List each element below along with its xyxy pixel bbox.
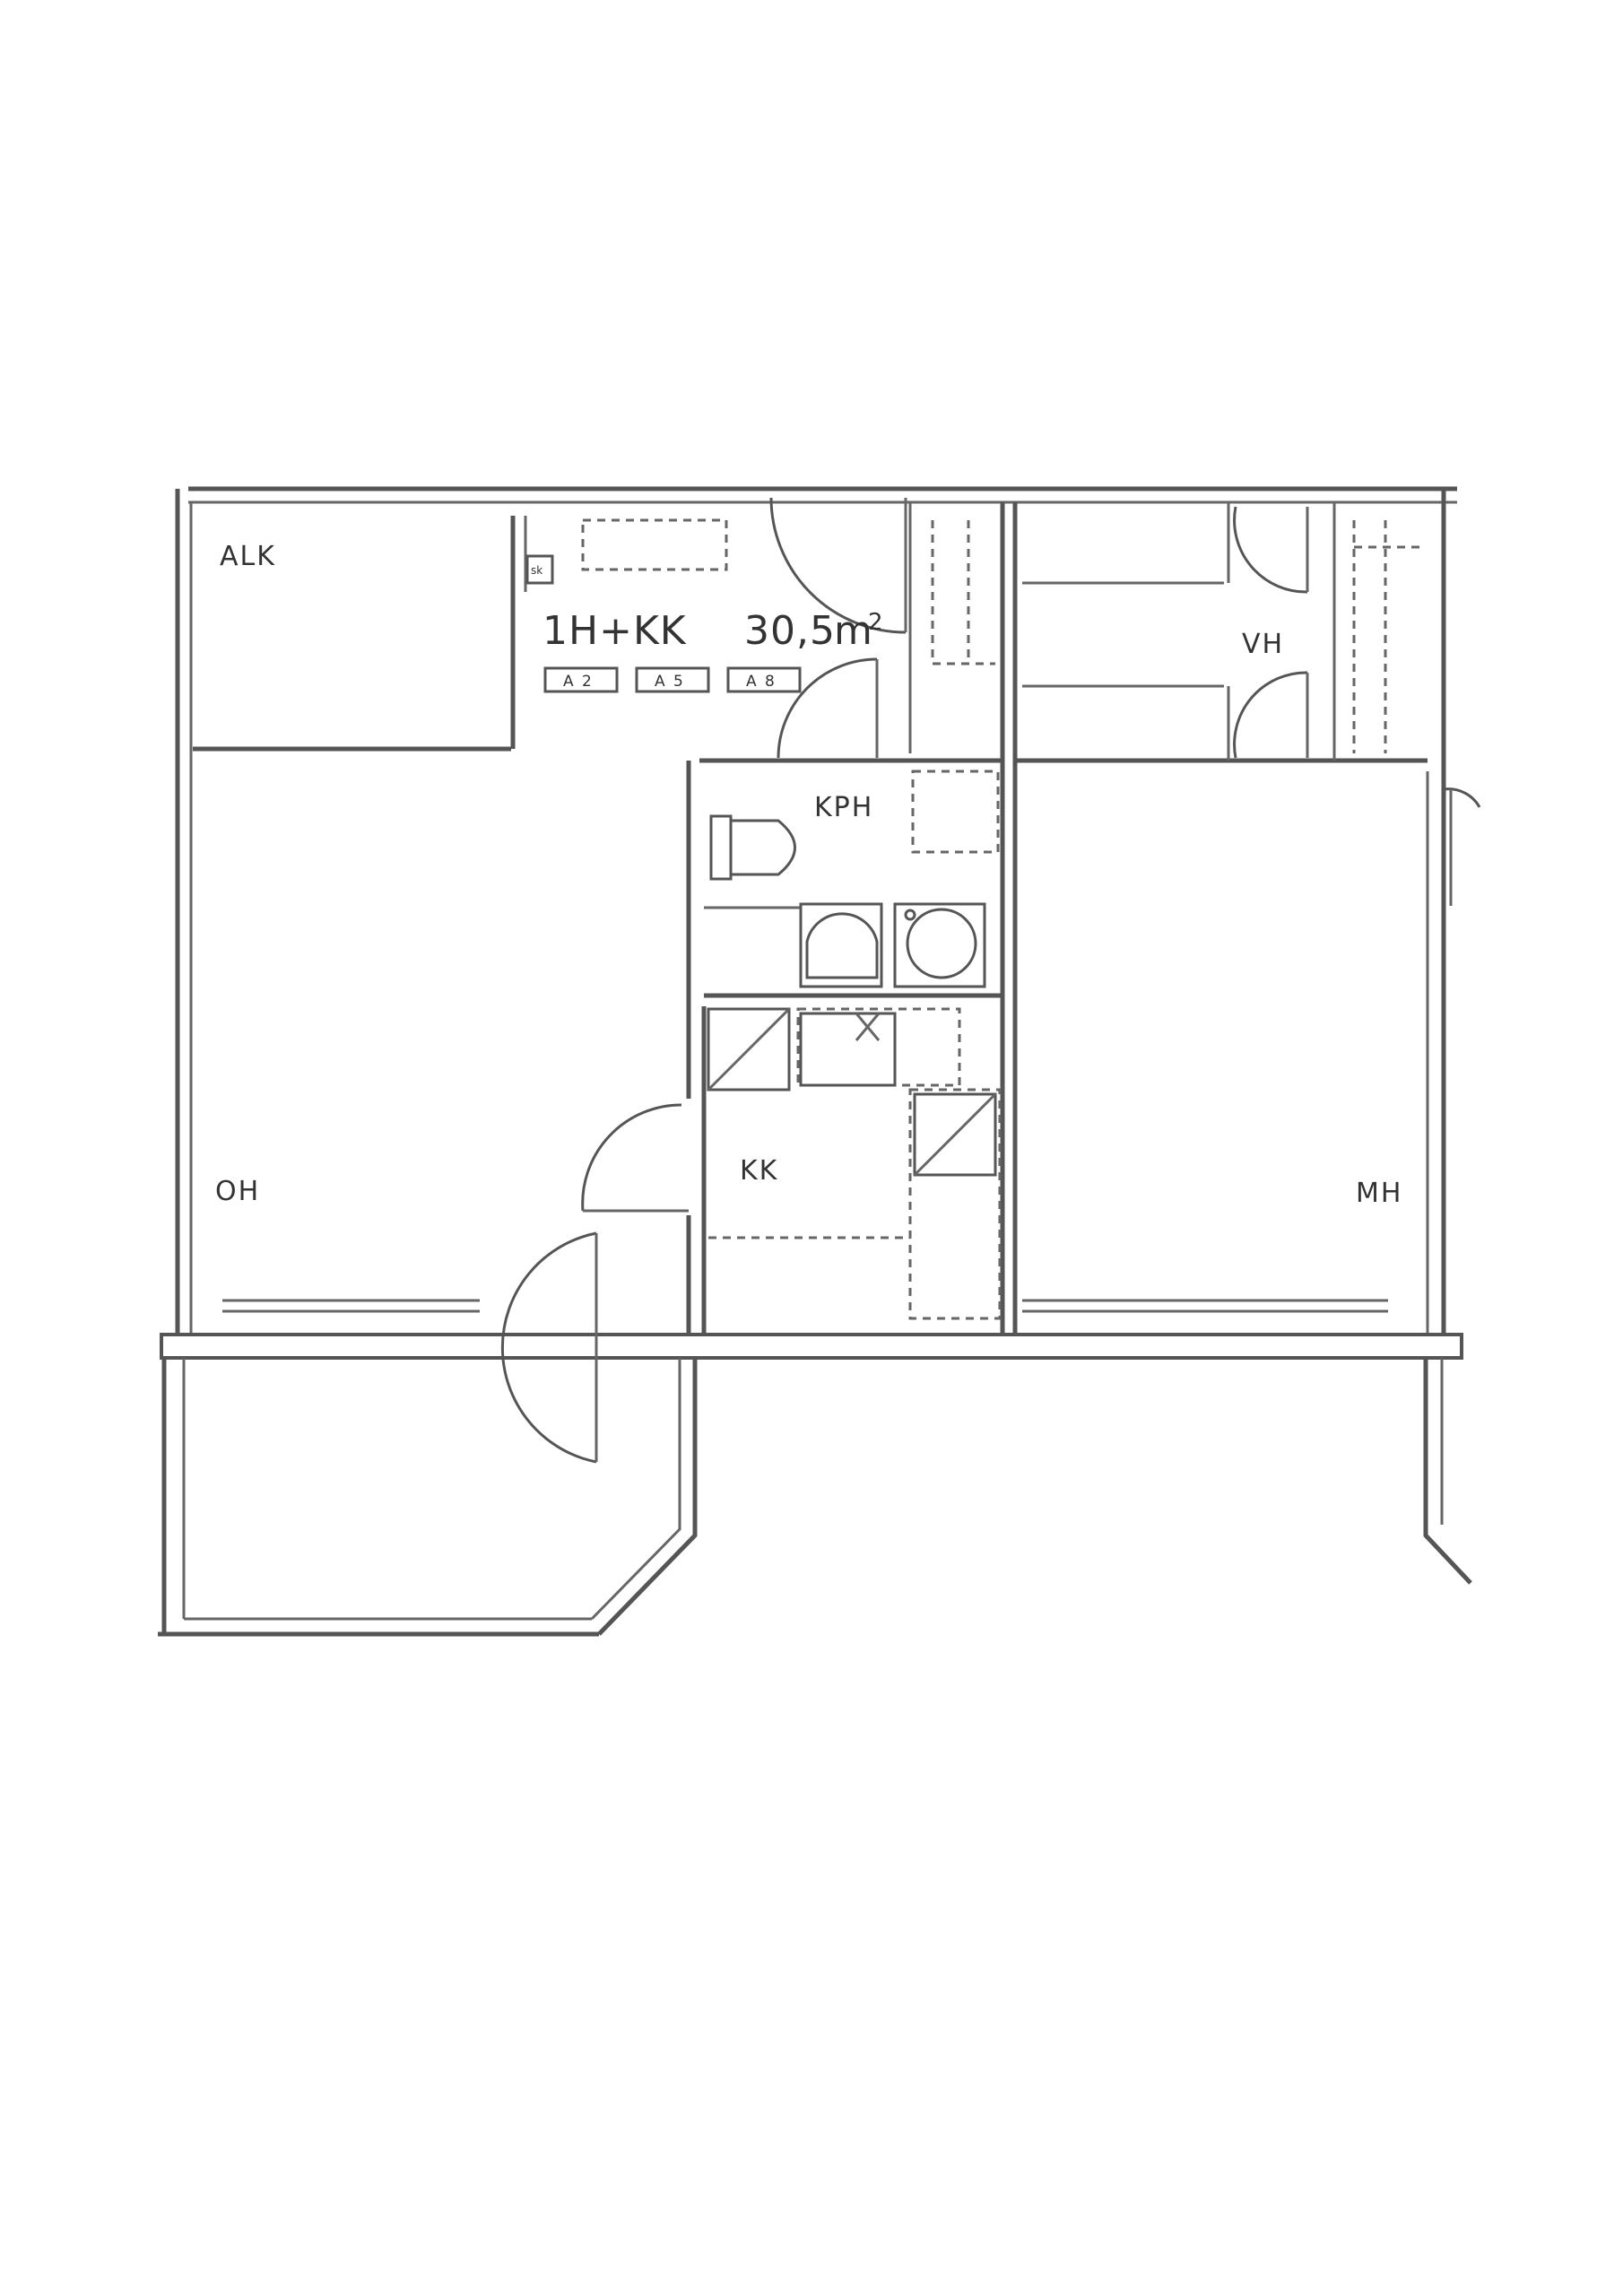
sink-left <box>799 902 883 988</box>
entry-shelf <box>581 518 728 571</box>
apartment-title: 1H+KK 30,5 m 2 A 2 A 5 A 8 <box>542 608 885 693</box>
code-box-2 <box>635 666 710 693</box>
doors <box>500 497 1481 1464</box>
room-label-oh: OH <box>215 1176 260 1207</box>
room-label-kk: KK <box>740 1155 778 1187</box>
code-3: A 8 <box>746 673 777 691</box>
room-label-vh: VH <box>1242 629 1284 660</box>
room-labels: ALK KPH VH OH KK MH <box>215 541 1402 1209</box>
kitchen-counter <box>908 1088 1002 1320</box>
bottom-wall <box>160 1333 1463 1360</box>
code-1: A 2 <box>563 673 594 691</box>
vh-door-bottom <box>1233 671 1308 759</box>
toilet-icon <box>729 819 796 876</box>
neighbour-balcony-wall <box>1423 1358 1472 1585</box>
balcony-right-wall <box>597 1358 698 1636</box>
cabinet-box <box>525 554 554 585</box>
apartment-type: 1H+KK <box>542 608 687 654</box>
kk-door <box>581 1103 682 1212</box>
room-label-kph: KPH <box>814 792 873 823</box>
fixtures: sk <box>525 554 997 1177</box>
washbasin-icon <box>906 908 977 979</box>
area-superscript: 2 <box>868 609 885 636</box>
code-box-1 <box>543 666 619 693</box>
cabinet-mark: sk <box>531 564 542 577</box>
code-box-3 <box>726 666 802 693</box>
shower-area <box>911 770 1000 854</box>
entry-door <box>769 497 907 634</box>
room-label-alk: ALK <box>220 541 276 572</box>
walls <box>158 486 1472 1637</box>
apartment-area: 30,5 <box>744 608 836 654</box>
code-2: A 5 <box>655 673 685 691</box>
kph-door <box>777 657 878 759</box>
balcony-door <box>500 1231 597 1464</box>
storage-lines <box>581 518 1426 1320</box>
toilet-tank <box>709 814 733 881</box>
stove-icon <box>799 1012 897 1087</box>
sink-bowl-left <box>805 912 879 979</box>
vh-door-top <box>1233 506 1308 594</box>
room-label-mh: MH <box>1356 1178 1402 1209</box>
area-unit: m <box>834 608 873 654</box>
